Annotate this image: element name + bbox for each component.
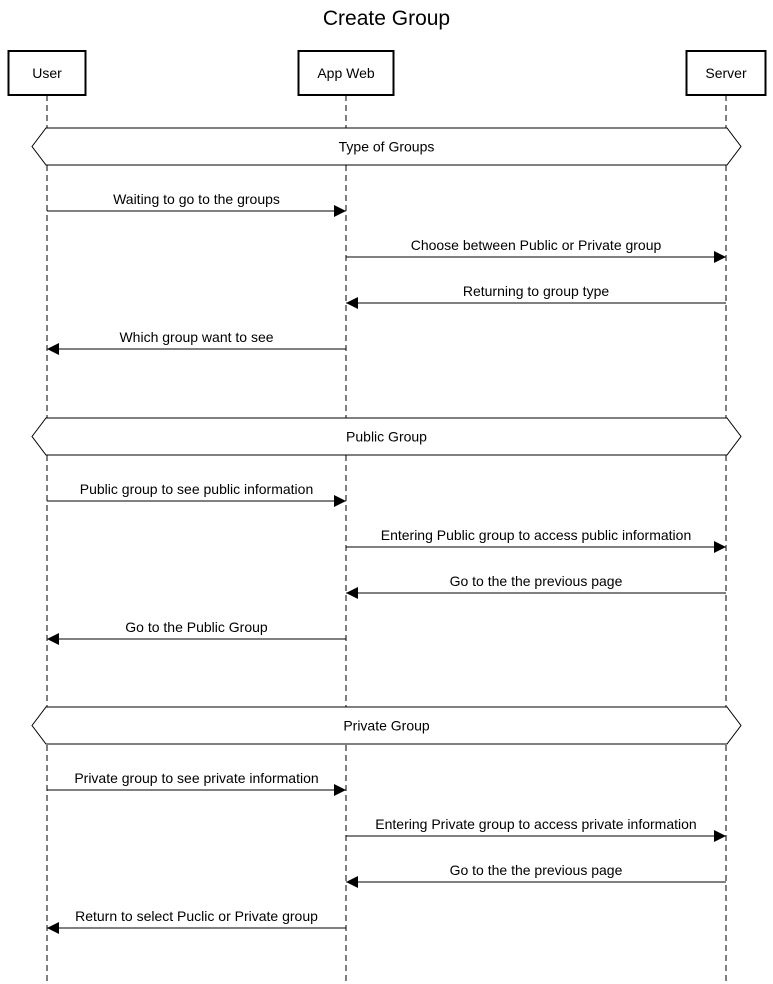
participant-app: App Web	[297, 50, 395, 96]
participant-box	[685, 50, 767, 96]
section-banner	[31, 417, 742, 456]
message-label: Public group to see public information	[80, 481, 313, 497]
message-label: Go to the the previous page	[450, 573, 623, 589]
message-label: Which group want to see	[119, 329, 273, 345]
section-label: Public Group	[346, 429, 427, 445]
participant-server: Server	[685, 50, 767, 96]
message: Waiting to go to the groups	[47, 191, 346, 217]
participant-label: Server	[705, 65, 747, 81]
message-label: Waiting to go to the groups	[113, 191, 280, 207]
section-label: Private Group	[343, 718, 430, 734]
message-label: Returning to group type	[463, 283, 610, 299]
message: Return to select Puclic or Private group	[47, 908, 346, 934]
message-label: Entering Public group to access public i…	[381, 527, 692, 543]
diagram-title: Create Group	[323, 7, 450, 30]
section-banner	[31, 706, 742, 745]
message-label: Private group to see private information	[74, 770, 318, 786]
participant-label: App Web	[317, 65, 375, 81]
message: Go to the the previous page	[346, 862, 726, 888]
participant-box	[297, 50, 395, 96]
section-banner	[31, 127, 742, 166]
message: Entering Public group to access public i…	[346, 527, 726, 553]
section-label: Type of Groups	[339, 139, 435, 155]
message-label: Entering Private group to access private…	[375, 816, 696, 832]
message: Go to the Public Group	[47, 619, 346, 645]
message: Returning to group type	[346, 283, 726, 309]
message: Private group to see private information	[47, 770, 346, 796]
message-label: Go to the the previous page	[450, 862, 623, 878]
message: Entering Private group to access private…	[346, 816, 726, 842]
message: Public group to see public information	[47, 481, 346, 507]
message-label: Go to the Public Group	[125, 619, 268, 635]
message-label: Choose between Public or Private group	[411, 237, 662, 253]
message: Choose between Public or Private group	[346, 237, 726, 263]
participants: User App Web Server	[7, 50, 767, 96]
participant-box	[7, 50, 87, 96]
participant-label: User	[32, 65, 62, 81]
participant-user: User	[7, 50, 87, 96]
message: Which group want to see	[47, 329, 346, 355]
message-label: Return to select Puclic or Private group	[75, 908, 318, 924]
message: Go to the the previous page	[346, 573, 726, 599]
